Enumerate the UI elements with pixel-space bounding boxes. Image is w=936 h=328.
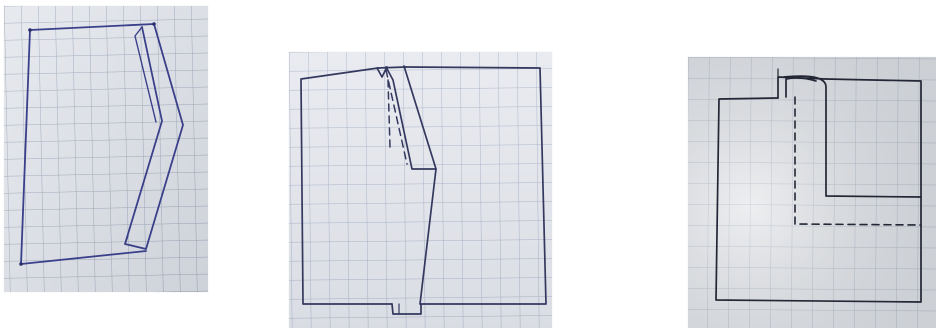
- sketch-3: [688, 57, 936, 328]
- sketch-2: [289, 52, 552, 328]
- graph-paper-photo-2: [289, 52, 552, 328]
- sketch-1: [4, 6, 208, 292]
- graph-paper-photo-1: [4, 6, 208, 292]
- graph-paper-photo-3: [688, 57, 936, 328]
